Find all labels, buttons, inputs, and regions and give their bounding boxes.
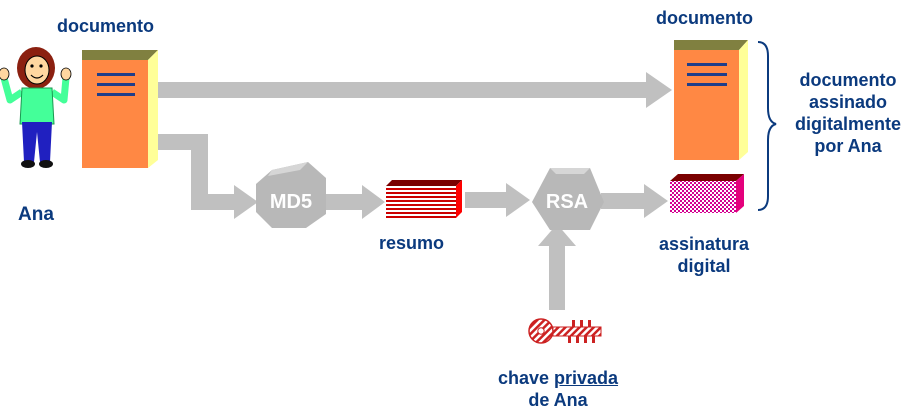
private-key-label-word2: privada: [554, 368, 619, 388]
signed-caption-line1: documento: [799, 70, 897, 90]
document-icon-original: [82, 50, 158, 168]
signature-block: [670, 174, 744, 213]
arrow-document-to-signed: [158, 72, 672, 108]
arrow-md5-to-digest: [324, 185, 385, 219]
private-key-label: chave privada de Ana: [480, 368, 636, 412]
signed-document-caption: documento assinado digitalmente por Ana: [780, 70, 916, 158]
arrow-digest-to-rsa: [465, 183, 530, 217]
signed-document-brace: [757, 41, 777, 211]
arrow-rsa-to-signature: [601, 184, 668, 218]
document-signed-label: documento: [656, 8, 753, 28]
signature-label-line1: assinatura: [658, 234, 750, 254]
arrow-document-to-md5: [158, 134, 258, 219]
private-key-label-word1: chave: [497, 368, 549, 388]
signed-caption-line4: por Ana: [814, 135, 882, 156]
document-icon-signed: [674, 40, 748, 160]
signed-caption-line2: assinado: [808, 91, 888, 112]
private-key-label-line2: de Ana: [528, 389, 588, 410]
rsa-node: [532, 168, 604, 230]
digest-block: [386, 180, 462, 218]
sender-name-label: Ana: [18, 204, 54, 225]
person-ana-figure: [0, 47, 72, 168]
signed-caption-line3: digitalmente: [794, 113, 901, 134]
md5-label: MD5: [270, 191, 312, 213]
digest-label: resumo: [379, 233, 445, 253]
md5-node: [256, 162, 326, 228]
document-original-label: documento: [57, 16, 154, 36]
signature-label: assinatura digital: [648, 234, 760, 278]
arrow-key-to-rsa: [538, 224, 576, 310]
signature-label-line2: digital: [677, 255, 731, 276]
rsa-label: RSA: [546, 191, 588, 213]
key-icon: [528, 318, 602, 344]
